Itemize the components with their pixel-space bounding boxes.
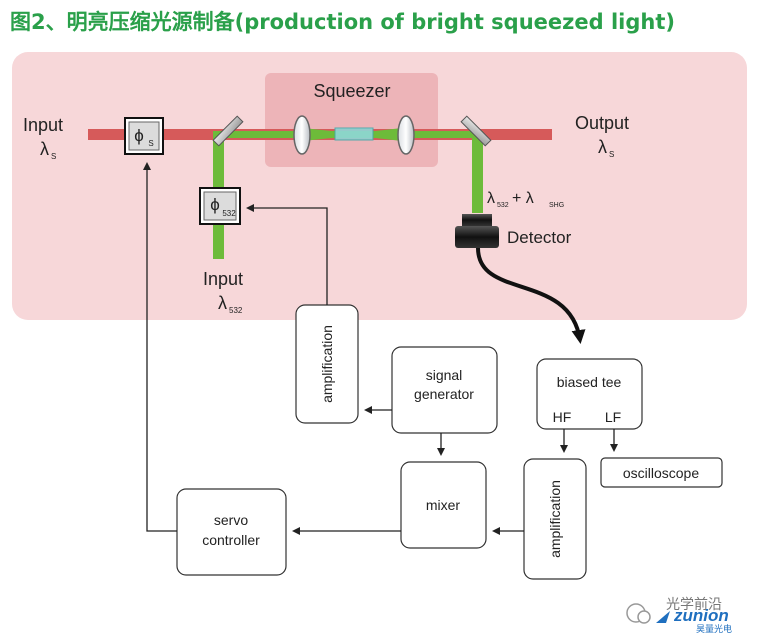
input-532-lambda: λ bbox=[218, 293, 227, 313]
green-beam-output bbox=[472, 131, 483, 213]
lens-left bbox=[293, 115, 311, 155]
svg-text:SHG: SHG bbox=[549, 202, 564, 209]
mirror-left bbox=[212, 115, 244, 147]
wire-servo-to-phis bbox=[143, 162, 177, 532]
watermark: 光学前沿 zunion 昊量光电 bbox=[626, 596, 732, 633]
svg-text:amplification: amplification bbox=[319, 325, 335, 403]
squeezer-label: Squeezer bbox=[313, 81, 390, 101]
svg-text:controller: controller bbox=[202, 532, 260, 548]
lens-right bbox=[397, 115, 415, 155]
phase-modulator-s: ϕ S bbox=[124, 117, 164, 155]
svg-text:ϕ: ϕ bbox=[210, 195, 220, 214]
mixer-box: mixer bbox=[400, 461, 487, 549]
svg-text:532: 532 bbox=[222, 209, 236, 218]
output-right-sub: S bbox=[609, 150, 614, 159]
signal-generator-box: signal generator bbox=[391, 346, 498, 434]
svg-text:光学前沿: 光学前沿 bbox=[666, 596, 722, 613]
detector: Detector bbox=[455, 214, 572, 248]
input-left-label: Input bbox=[23, 115, 63, 135]
output-right-lambda: λ bbox=[598, 137, 607, 157]
optics-panel bbox=[12, 52, 747, 320]
svg-text:ϕ: ϕ bbox=[134, 126, 144, 145]
svg-text:generator: generator bbox=[414, 386, 474, 402]
zunion-logo-icon bbox=[656, 611, 670, 623]
input-532-label: Input bbox=[203, 269, 243, 289]
svg-text:signal: signal bbox=[426, 367, 463, 383]
svg-text:昊量光电: 昊量光电 bbox=[696, 623, 732, 633]
svg-text:servo: servo bbox=[214, 512, 248, 528]
mirror-right bbox=[460, 115, 492, 147]
green-beam-focus bbox=[303, 128, 402, 141]
output-right-label: Output bbox=[575, 113, 629, 133]
svg-text:oscilloscope: oscilloscope bbox=[623, 465, 699, 481]
nonlinear-crystal bbox=[334, 127, 374, 141]
svg-text:532: 532 bbox=[497, 202, 509, 209]
svg-text:LF: LF bbox=[605, 409, 621, 425]
input-left-sub: S bbox=[51, 152, 56, 161]
svg-text:HF: HF bbox=[553, 409, 572, 425]
svg-text:Detector: Detector bbox=[507, 228, 572, 247]
figure-title: 图2、明亮压缩光源制备(production of bright squeeze… bbox=[10, 10, 675, 34]
svg-text:S: S bbox=[148, 139, 153, 148]
svg-text:+ λ: + λ bbox=[512, 190, 534, 207]
svg-text:amplification: amplification bbox=[547, 480, 563, 558]
svg-text:zunion: zunion bbox=[673, 606, 729, 625]
svg-text:λ: λ bbox=[487, 190, 495, 207]
phase-modulator-532: ϕ 532 bbox=[199, 187, 241, 225]
detector-cable bbox=[476, 247, 586, 344]
beam-sum-label: λ 532 + λ SHG bbox=[487, 190, 564, 209]
input-left-lambda: λ bbox=[40, 139, 49, 159]
biased-tee-box: biased tee HF LF bbox=[536, 358, 643, 430]
amplification-right-box: amplification bbox=[523, 458, 587, 580]
svg-text:mixer: mixer bbox=[426, 497, 461, 513]
wire-amp-to-phi532 bbox=[246, 204, 328, 305]
svg-text:biased tee: biased tee bbox=[557, 374, 622, 390]
input-532-sub: 532 bbox=[229, 306, 243, 315]
servo-controller-box: servo controller bbox=[176, 488, 287, 576]
amplification-left-box: amplification bbox=[295, 304, 359, 424]
oscilloscope-box: oscilloscope bbox=[600, 457, 723, 488]
